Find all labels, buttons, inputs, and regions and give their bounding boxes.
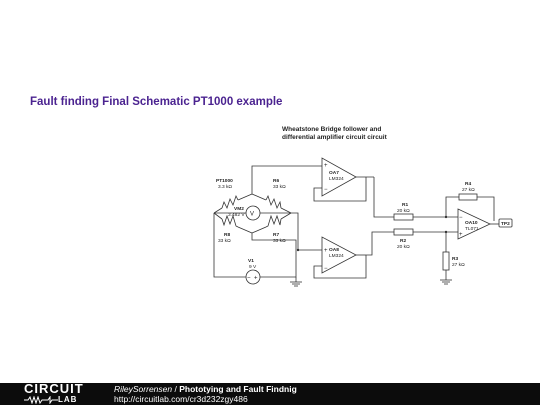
oa10-minus: − — [459, 215, 463, 221]
vm2-label: VM2 — [234, 206, 244, 212]
r3-resistor — [442, 251, 450, 271]
r7-label: R7 — [273, 232, 279, 238]
credit-separator: / — [172, 384, 180, 394]
pt1000-value: 3.3 kΩ — [218, 184, 232, 190]
r6-value: 33 kΩ — [273, 184, 286, 190]
r8-value: 33 kΩ — [218, 238, 231, 244]
test-point-tp2 — [498, 218, 513, 228]
logo-text-lab: LAB — [58, 395, 78, 404]
schematic-diagram: Wheatstone Bridge follower and different… — [213, 126, 513, 287]
project-url[interactable]: http://circuitlab.com/cr3d232zgy486 — [114, 394, 248, 404]
logo-text-circuit: CIRCUIT — [24, 381, 84, 396]
oa8-plus: + — [324, 248, 328, 254]
bridge-wires — [213, 165, 322, 287]
v1-minus: − — [247, 276, 251, 282]
circuitlab-logo[interactable]: CIRCUIT LAB — [24, 381, 94, 405]
project-title[interactable]: Phototying and Fault Findnig — [179, 384, 297, 394]
v1-plus: + — [254, 276, 258, 282]
oa7-part: LM324 — [329, 176, 344, 182]
oa10-part: TL071 — [465, 226, 479, 232]
oa7-minus: − — [324, 187, 328, 193]
r4-value: 27 kΩ — [462, 187, 475, 193]
r1-resistor — [393, 213, 414, 221]
r1-label: R1 — [402, 202, 408, 208]
voltmeter-icon — [245, 205, 261, 221]
oa8-opamp — [313, 236, 367, 279]
oa10-plus: + — [459, 232, 463, 238]
pt1000-label: PT1000 — [216, 178, 233, 184]
r7-resistor — [265, 214, 282, 228]
r4-resistor — [458, 193, 478, 201]
voltmeter-symbol: V — [250, 212, 254, 218]
r3-value: 27 kΩ — [452, 262, 465, 268]
r8-label: R8 — [224, 232, 230, 238]
pt1000-resistor — [221, 194, 239, 210]
oa10-label: OA10 — [465, 220, 478, 226]
r4-label: R4 — [465, 181, 471, 187]
oa7-opamp — [313, 157, 374, 202]
diff-wires — [296, 177, 499, 285]
r2-label: R2 — [400, 238, 406, 244]
r7-value: 33 kΩ — [273, 238, 286, 244]
oa8-label: OA8 — [329, 247, 339, 253]
tp2-label: TP2 — [501, 221, 510, 227]
oa7-label: OA7 — [329, 170, 339, 176]
r6-resistor — [265, 194, 282, 210]
schematic-caption-2: differential amplifier circuit circuit — [282, 134, 388, 141]
r2-value: 20 kΩ — [397, 244, 410, 250]
oa8-minus: − — [324, 266, 328, 272]
voltage-source-icon — [245, 269, 261, 285]
r2-resistor — [393, 228, 414, 236]
r6-label: R6 — [273, 178, 279, 184]
v1-label: V1 — [248, 258, 254, 264]
vm2-value: 3.482 V — [228, 212, 245, 218]
r8-resistor — [221, 214, 239, 228]
footer-bar: CIRCUIT LAB RileySorrensen / Phototying … — [0, 381, 540, 405]
schematic-caption-1: Wheatstone Bridge follower and — [282, 126, 381, 133]
r3-label: R3 — [452, 256, 458, 262]
logo-waveform-icon — [24, 396, 58, 404]
oa8-part: LM324 — [329, 253, 344, 259]
author-link[interactable]: RileySorrensen — [114, 384, 173, 394]
oa7-plus: + — [324, 163, 328, 169]
r1-value: 20 kΩ — [397, 208, 410, 214]
oa10-opamp — [457, 208, 491, 240]
credit-line: RileySorrensen / Phototying and Fault Fi… — [114, 384, 297, 394]
v1-value: 9 V — [249, 264, 257, 270]
page-title: Fault finding Final Schematic PT1000 exa… — [30, 96, 283, 108]
